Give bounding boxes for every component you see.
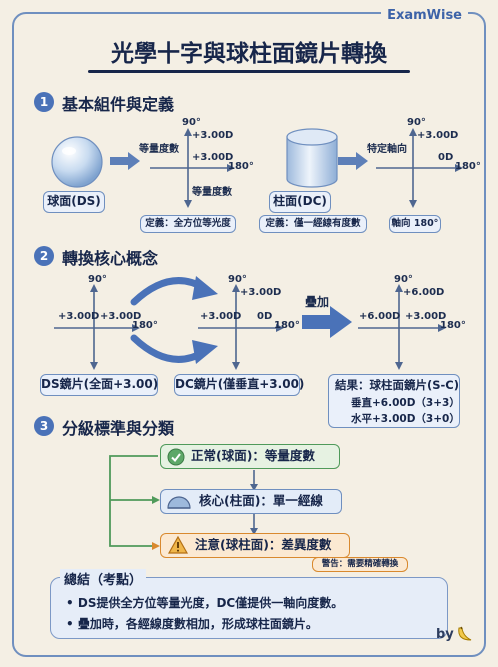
result-right-power: +3.00D bbox=[405, 311, 447, 322]
summary-item: DS提供全方位等量光度，DC僅提供一軸向度數。 bbox=[66, 594, 343, 611]
section-3-number: 3 bbox=[34, 416, 54, 436]
cross2-180-label: 180° bbox=[455, 161, 481, 172]
result-title: 結果：球柱面鏡片(S-C) bbox=[335, 378, 460, 392]
flow-connector-lines bbox=[109, 455, 258, 550]
cross2-90-label: 90° bbox=[407, 117, 426, 128]
power-cross-ds-diagram bbox=[150, 128, 235, 208]
add-arrow-icon bbox=[302, 306, 352, 338]
ds-left-power: +3.00D bbox=[58, 311, 100, 322]
ds-lens-label-box: DS鏡片(全面+3.00) bbox=[40, 374, 158, 396]
cylinder-lens-illustration bbox=[286, 128, 338, 188]
cross1-top-power: +3.00D bbox=[192, 130, 234, 141]
cross1-left-note: 等量度數 bbox=[139, 144, 179, 155]
cross1-180-label: 180° bbox=[228, 161, 254, 172]
dc-90-label: 90° bbox=[228, 274, 247, 285]
result-cross-diagram bbox=[358, 284, 446, 370]
warning-note-box: 警告：需要精確轉換 bbox=[312, 557, 408, 572]
warning-label: 注意(球柱面)：差異度數 bbox=[195, 537, 332, 552]
dc-right-power: 0D bbox=[257, 311, 273, 322]
dc-top-power: +3.00D bbox=[240, 287, 282, 298]
cross1-bottom-note: 等量度數 bbox=[192, 187, 232, 198]
ds-90-label: 90° bbox=[88, 274, 107, 285]
def-sphere-box: 定義：全方位等光度 bbox=[140, 215, 236, 233]
sphere-lens-illustration bbox=[51, 136, 103, 188]
signature-label: by bbox=[436, 627, 454, 642]
result-left-power: +6.00D bbox=[359, 311, 401, 322]
core-category-box: 核心(柱面)：單一經線 bbox=[160, 489, 342, 514]
result-180-label: 180° bbox=[440, 320, 466, 331]
title-underline bbox=[88, 70, 410, 73]
brand-label: ExamWise bbox=[381, 8, 468, 23]
sphere-label-box: 球面(DS) bbox=[43, 191, 105, 213]
summary-item: 疊加時，各經線度數相加，形成球柱面鏡片。 bbox=[66, 615, 318, 632]
arrow-right-icon bbox=[338, 152, 368, 170]
cross1-right-power: +3.00D bbox=[192, 152, 234, 163]
cross2-right-power: 0D bbox=[438, 152, 454, 163]
ds-180-label: 180° bbox=[132, 320, 158, 331]
cross1-90-label: 90° bbox=[182, 117, 201, 128]
axis-box: 軸向 180° bbox=[389, 215, 441, 233]
normal-category-box: 正常(球面)：等量度數 bbox=[160, 444, 340, 469]
result-vertical: 垂直+6.00D（3+3） bbox=[351, 397, 460, 409]
def-cylinder-box: 定義：僅一經線有度數 bbox=[259, 215, 367, 233]
section-1-title: 基本組件與定義 bbox=[62, 95, 175, 114]
dc-left-power: +3.00D bbox=[200, 311, 242, 322]
section-2-title: 轉換核心概念 bbox=[62, 249, 159, 268]
check-circle-icon bbox=[167, 448, 185, 466]
warning-triangle-icon bbox=[167, 535, 189, 554]
ds-right-power: +3.00D bbox=[100, 311, 142, 322]
section-3-title: 分級標準與分類 bbox=[62, 419, 175, 438]
cylinder-label-box: 柱面(DC) bbox=[269, 191, 331, 213]
cylinder-half-icon bbox=[167, 496, 191, 509]
summary-title: 總結（考點） bbox=[60, 569, 147, 588]
page-title: 光學十字與球柱面鏡片轉換 bbox=[111, 41, 387, 67]
result-horizontal: 水平+3.00D（3+0） bbox=[351, 413, 460, 425]
power-cross-dc-diagram bbox=[376, 128, 463, 208]
dc-lens-label-box: DC鏡片(僅垂直+3.00) bbox=[174, 374, 304, 396]
warning-category-box: 注意(球柱面)：差異度數 bbox=[160, 533, 350, 558]
section-2-number: 2 bbox=[34, 246, 54, 266]
result-top-power: +6.00D bbox=[403, 287, 445, 298]
arrow-right-icon bbox=[110, 152, 140, 170]
core-label: 核心(柱面)：單一經線 bbox=[199, 493, 323, 508]
result-box: 結果：球柱面鏡片(S-C) 垂直+6.00D（3+3） 水平+3.00D（3+0… bbox=[328, 374, 460, 428]
result-90-label: 90° bbox=[394, 274, 413, 285]
cross2-top-power: +3.00D bbox=[417, 130, 459, 141]
ds-lens-cross-diagram bbox=[54, 284, 140, 370]
banana-logo-icon bbox=[458, 626, 472, 641]
curved-arrows-icon bbox=[130, 276, 218, 364]
add-label: 疊加 bbox=[305, 295, 330, 309]
dc-lens-cross-diagram bbox=[198, 284, 284, 370]
normal-label: 正常(球面)：等量度數 bbox=[191, 448, 315, 463]
section-1-number: 1 bbox=[34, 92, 54, 112]
page-frame bbox=[12, 12, 486, 657]
dc-180-label: 180° bbox=[274, 320, 300, 331]
cross2-left-note: 特定軸向 bbox=[367, 144, 407, 155]
